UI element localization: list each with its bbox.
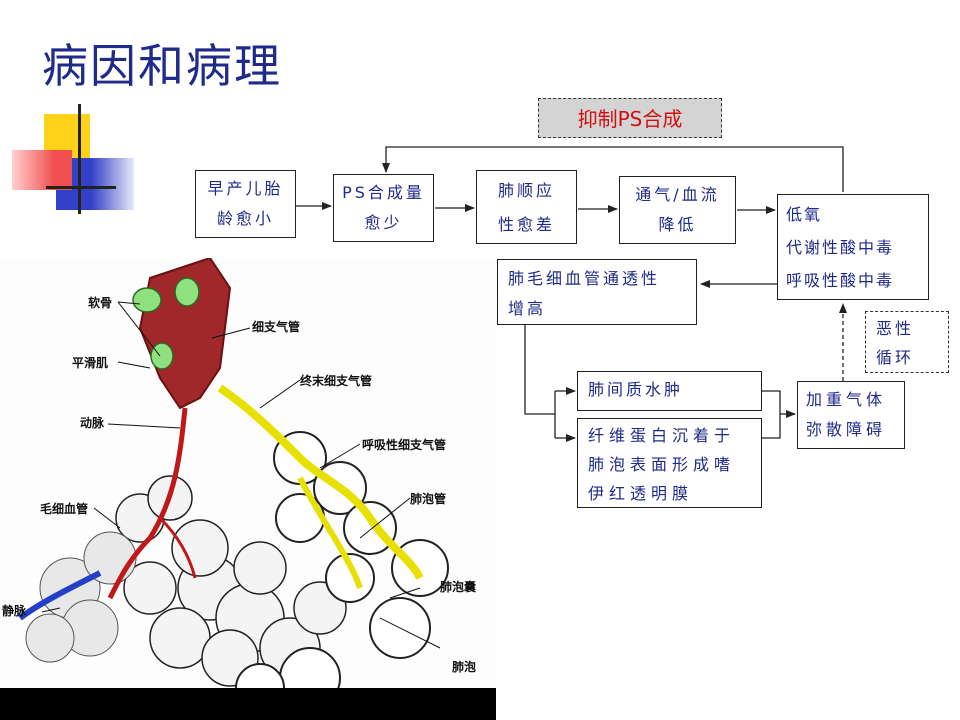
permeability-box: 肺毛细血管通透性 增高: [497, 259, 697, 325]
label-capillary: 毛细血管: [40, 502, 89, 516]
hypoxia-box: 低氧 代谢性酸中毒 呼吸性酸中毒: [777, 194, 929, 300]
label-alveolar-duct: 肺泡管: [410, 492, 447, 506]
lung-drawing: [0, 258, 496, 704]
fibrin-box: 纤维蛋白沉着于 肺泡表面形成嗜 伊红透明膜: [577, 418, 762, 508]
diffusion-box: 加重气体 弥散障碍: [797, 381, 905, 449]
label-respiratory-bronchiole: 呼吸性细支气管: [362, 438, 447, 452]
label-artery: 动脉: [80, 416, 105, 430]
compliance-box: 肺顺应 性愈差: [476, 170, 577, 244]
premature-box: 早产儿胎 龄愈小: [195, 170, 296, 238]
decor-squares: [10, 100, 140, 220]
lung-illustration: 软骨 细支气管 平滑肌 终末细支气管 动脉 呼吸性细支气管 肺泡管 毛细血管 肺…: [0, 258, 496, 704]
image-bottom-strip: [0, 688, 496, 720]
inhibit-ps-box: 抑制PS合成: [538, 98, 722, 138]
label-bronchiole: 细支气管: [252, 320, 301, 334]
edema-box: 肺间质水肿: [577, 371, 762, 411]
label-alveolar-sac: 肺泡囊: [440, 580, 477, 594]
label-terminal-bronchiole: 终末细支气管: [300, 374, 373, 388]
ventilation-box: 通气/血流 降低: [619, 176, 736, 244]
label-cartilage: 软骨: [88, 296, 113, 310]
vicious-cycle-box: 恶性 循环: [865, 311, 949, 373]
ps-less-box: PS合成量 愈少: [333, 174, 434, 242]
label-alveolus: 肺泡: [452, 660, 477, 674]
label-vein: 静脉: [2, 604, 27, 618]
page-title: 病因和病理: [42, 39, 282, 93]
label-smooth-muscle: 平滑肌: [72, 356, 109, 370]
